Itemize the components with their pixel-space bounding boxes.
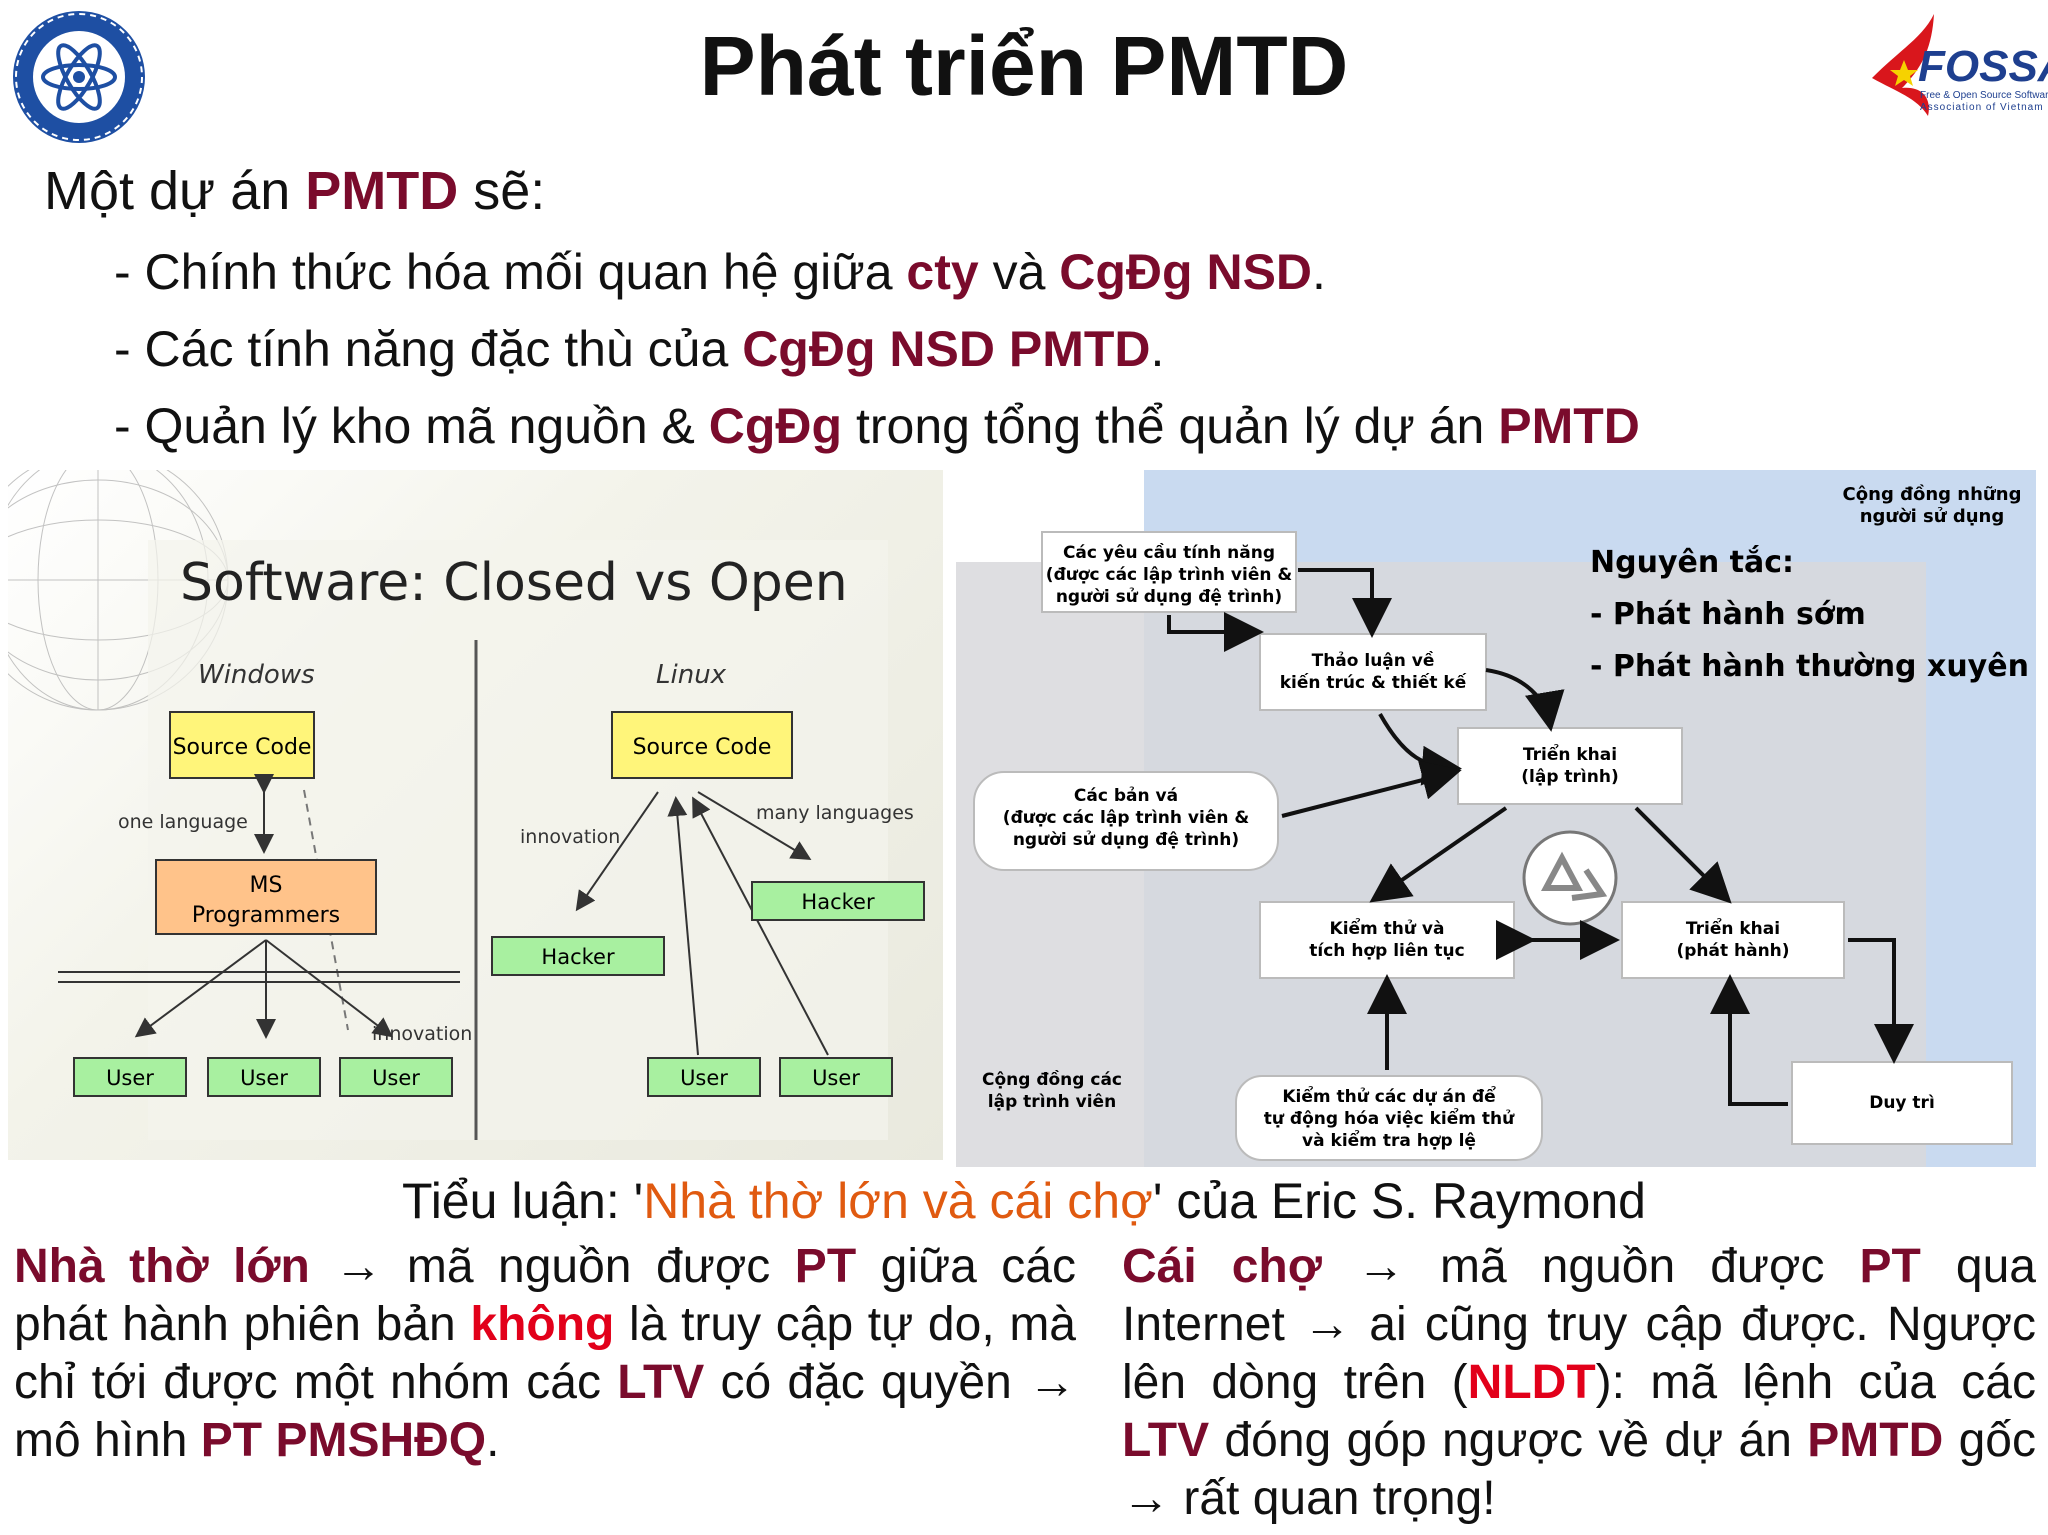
community-users-1: Cộng đồng những [1843, 484, 2022, 505]
windows-user-3: User [372, 1066, 420, 1090]
bazaar-paragraph: Cái chợ → mã nguồn được PT qua Internet … [1122, 1240, 2036, 1525]
patches-2: (được các lập trình viên & [1003, 808, 1250, 828]
release-1: Triển khai [1686, 917, 1780, 939]
essay-caption: Tiểu luận: 'Nhà thờ lớn và cái chợ' của … [402, 1173, 1646, 1229]
community-users-2: người sử dụng [1860, 506, 2005, 527]
auto-1: Kiểm thử các dự án để [1282, 1085, 1496, 1107]
bullet-1: - Chính thức hóa mối quan hệ giữa cty và… [114, 244, 1326, 300]
discuss-2: kiến trúc & thiết kế [1280, 672, 1467, 693]
windows-user-2: User [240, 1066, 288, 1090]
linux-hacker-1: Hacker [541, 945, 615, 969]
discuss-1: Thảo luận về [1312, 650, 1435, 671]
recycle-icon [1522, 830, 1618, 926]
bullet-3: - Quản lý kho mã nguồn & CgĐg trong tổng… [114, 398, 1640, 454]
ms-label-2: Programmers [192, 903, 340, 928]
closed-vs-open-diagram: Software: Closed vs Open Windows Linux S… [8, 470, 943, 1160]
principle-2: - Phát hành thường xuyên [1590, 649, 2029, 684]
deploy-code-2: (lập trình) [1521, 767, 1618, 787]
deploy-code-1: Triển khai [1523, 743, 1617, 765]
linux-source-code: Source Code [633, 735, 772, 760]
windows-label: Windows [198, 660, 315, 690]
innovation-label-linux: innovation [520, 826, 620, 848]
fossa-wordmark: FOSSA [1918, 42, 2048, 91]
patches-3: người sử dụng đệ trình) [1013, 830, 1239, 850]
many-languages-label: many languages [756, 802, 914, 824]
university-seal-icon [8, 6, 150, 148]
req-1: Các yêu cầu tính năng [1063, 542, 1275, 563]
cathedral-paragraph: Nhà thờ lớn → mã nguồn được PT giữa các … [14, 1240, 1077, 1467]
fossa-tagline-1: Free & Open Source Software [1920, 90, 2048, 101]
principle-title: Nguyên tắc: [1590, 544, 1794, 580]
auto-3: và kiểm tra hợp lệ [1302, 1129, 1476, 1151]
maintain: Duy trì [1869, 1093, 1935, 1113]
fossa-tagline-2: Association of Vietnam [1920, 102, 2044, 113]
linux-label: Linux [656, 660, 727, 690]
linux-user-1: User [680, 1066, 728, 1090]
release-2: (phát hành) [1676, 941, 1789, 961]
dev-community-1: Cộng đồng các [982, 1069, 1122, 1090]
windows-source-code: Source Code [173, 735, 312, 760]
dev-community-2: lập trình viên [988, 1092, 1116, 1112]
windows-user-1: User [106, 1066, 154, 1090]
bullet-2: - Các tính năng đặc thù của CgĐg NSD PMT… [114, 321, 1165, 377]
req-2: (được các lập trình viên & [1046, 565, 1293, 585]
patches-1: Các bản vá [1074, 786, 1178, 806]
req-3: người sử dụng đệ trình) [1056, 587, 1282, 607]
closed-open-heading: Software: Closed vs Open [180, 553, 848, 613]
test-2: tích hợp liên tục [1309, 941, 1464, 961]
auto-2: tự động hóa việc kiểm thử [1264, 1107, 1515, 1129]
test-1: Kiểm thử và [1330, 917, 1445, 939]
fossa-logo: FOSSA Free & Open Source Software Associ… [1862, 8, 2048, 118]
ms-label-1: MS [250, 873, 283, 898]
one-language-label: one language [118, 811, 248, 833]
innovation-label-windows: innovation [372, 1023, 472, 1045]
linux-hacker-2: Hacker [801, 890, 875, 914]
principle-1: - Phát hành sớm [1590, 597, 1866, 632]
intro-line: Một dự án PMTD sẽ: [44, 161, 546, 221]
page-title: Phát triển PMTD [699, 19, 1349, 113]
development-cycle-diagram: Cộng đồng những người sử dụng Các yêu cầ… [956, 470, 2036, 1172]
linux-user-2: User [812, 1066, 860, 1090]
